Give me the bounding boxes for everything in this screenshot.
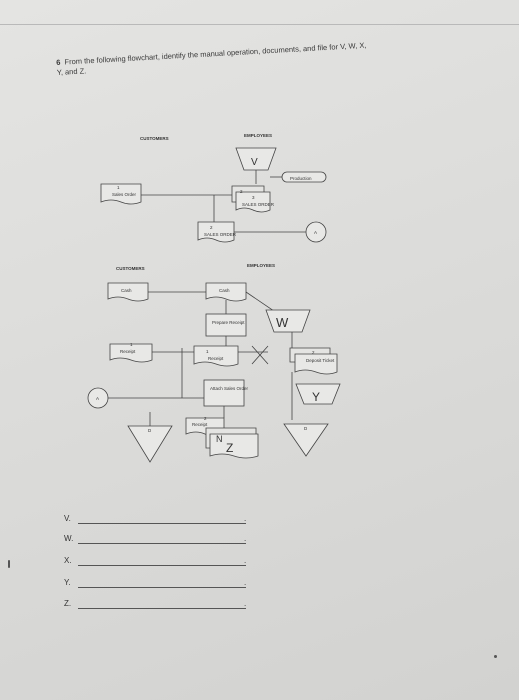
sales-order-stack-num2: 2 (240, 189, 243, 194)
connector-a-top-label: A (314, 230, 317, 235)
sales-order-label: Sales Order (112, 192, 137, 197)
answer-w-blank[interactable] (78, 543, 246, 544)
receipt-low-label: Receipt (192, 422, 208, 427)
w-manual-operation-shape (265, 309, 311, 333)
receipt-customer-document (109, 343, 153, 363)
answer-y-blank[interactable] (78, 587, 246, 588)
answer-v-label: V. (64, 514, 71, 523)
answer-v-period: . (244, 514, 247, 523)
receipt-mid-label: Receipt (208, 356, 224, 361)
attach-sales-order-process (203, 379, 245, 407)
prepare-receipt-process (205, 313, 247, 337)
answer-x-blank[interactable] (78, 565, 246, 566)
receipt-mid-num: 1 (206, 349, 209, 354)
receipt-left-label: Receipt (120, 349, 136, 354)
deposit-ticket-document (294, 353, 338, 375)
answer-w-label: W. (64, 534, 74, 543)
answer-y-label: Y. (64, 578, 71, 587)
answer-z: Z. . (64, 599, 254, 611)
v-manual-operation-shape (235, 147, 277, 171)
answer-v-blank[interactable] (78, 523, 246, 524)
answer-z-label: Z. (64, 599, 72, 608)
d-file-left (127, 425, 173, 463)
v-label: V (251, 157, 258, 168)
cash-document-customer (107, 282, 149, 302)
y-manual-operation-shape (295, 383, 341, 405)
w-label: W (276, 315, 289, 330)
customers-label-bottom: CUSTOMERS (116, 266, 145, 271)
connector-a-top (305, 221, 327, 243)
n-label: N (216, 434, 223, 444)
cash-document-employee (205, 282, 247, 302)
answer-w: W. . (64, 534, 254, 546)
answer-x: X. . (64, 556, 254, 568)
answer-x-label: X. (64, 556, 72, 565)
answer-v: V. . (64, 514, 254, 526)
employees-label-top: EMPLOYEES (244, 133, 272, 138)
attach-label: Attach Sales Order (210, 386, 249, 391)
cash-left-label: Cash (121, 288, 132, 293)
deposit-ticket-label: Deposit Ticket (306, 358, 335, 363)
answer-y: Y. . (64, 578, 254, 590)
sales-order-lower-label: SALES ORDER (204, 232, 237, 237)
answer-z-blank[interactable] (78, 608, 246, 609)
receipt-document-mid (193, 345, 239, 367)
cash-right-label: Cash (219, 288, 230, 293)
receipt-left-num: 1 (130, 342, 133, 347)
paper-speck (494, 655, 497, 658)
answer-w-period: . (244, 534, 247, 543)
sales-order-stack-num3: 3 (252, 195, 255, 200)
paper-edge-mark (8, 560, 10, 568)
receipt-low-num: 2 (204, 416, 207, 421)
customers-label-top: CUSTOMERS (140, 136, 169, 141)
deposit-num: 2 (312, 350, 315, 355)
sales-order-document (100, 183, 142, 205)
answer-x-period: . (244, 556, 247, 565)
prepare-receipt-label: Prepare Receipt (212, 320, 245, 325)
sales-order-stack-label: SALES ORDER (242, 202, 275, 207)
sales-order-lower-document (197, 221, 235, 243)
answer-z-period: . (244, 599, 247, 608)
d-right-label: D (304, 426, 308, 431)
employees-label-bottom: EMPLOYEES (247, 263, 275, 268)
sales-order-copy-3 (235, 191, 271, 213)
connector-a-bottom-label: A (96, 396, 99, 401)
d-file-right (283, 423, 329, 457)
d-left-label: D (148, 428, 152, 433)
answer-y-period: . (244, 578, 247, 587)
page-ruled-line (0, 24, 519, 25)
sales-order-lower-num: 2 (210, 225, 213, 230)
z-label: Z (226, 441, 233, 455)
x-mark-stroke (251, 345, 269, 365)
z-document (209, 433, 259, 459)
production-label: Production (290, 176, 312, 181)
sales-order-num: 1 (117, 185, 120, 190)
y-label: Y (312, 390, 320, 404)
